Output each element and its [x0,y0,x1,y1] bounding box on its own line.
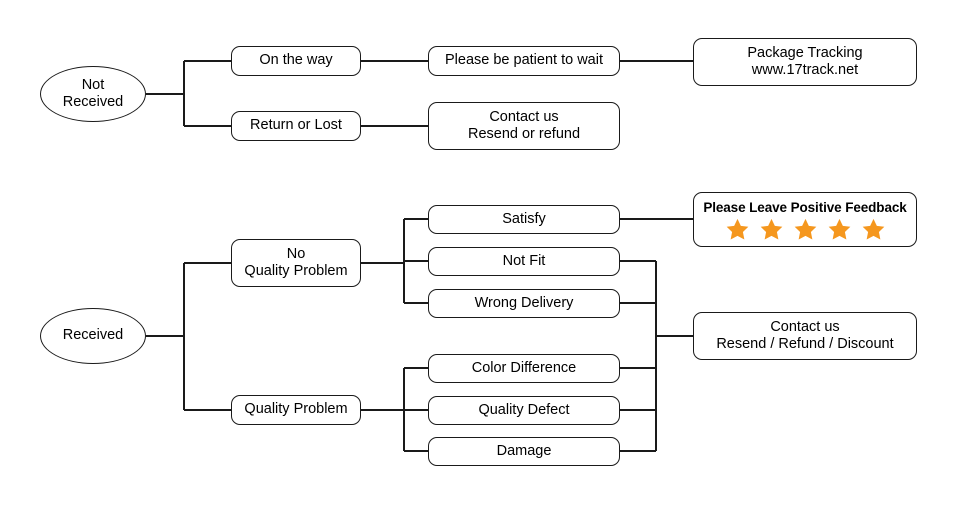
node-contact-us-resend-refund-discount[interactable]: Contact us Resend / Refund / Discount [693,312,917,360]
star-rating[interactable] [725,217,886,242]
node-label: Return or Lost [250,117,342,134]
node-positive-feedback[interactable]: Please Leave Positive Feedback [693,192,917,247]
star-icon [726,218,748,239]
node-return-or-lost[interactable]: Return or Lost [231,111,361,141]
node-wrong-delivery[interactable]: Wrong Delivery [428,289,620,318]
node-on-the-way[interactable]: On the way [231,46,361,76]
node-label: Please be patient to wait [445,52,603,69]
node-no-quality-problem[interactable]: No Quality Problem [231,239,361,287]
node-damage[interactable]: Damage [428,437,620,466]
star-icon [760,218,782,239]
node-label: Received [62,327,124,344]
node-label: Quality Problem [244,401,348,418]
node-quality-problem[interactable]: Quality Problem [231,395,361,425]
node-label: Wrong Delivery [474,294,574,311]
node-satisfy[interactable]: Satisfy [428,205,620,234]
node-label: No Quality Problem [244,245,348,279]
node-received-root[interactable]: Received [40,308,146,364]
node-contact-us-resend-refund[interactable]: Contact us Resend or refund [428,102,620,150]
node-label: Quality Defect [478,401,570,418]
node-not-fit[interactable]: Not Fit [428,247,620,276]
node-package-tracking[interactable]: Package Tracking www.17track.net [693,38,917,86]
node-label: Contact us Resend or refund [467,108,581,142]
node-label: Contact us Resend / Refund / Discount [716,318,894,352]
node-label: Not Fit [502,252,546,269]
node-label: Package Tracking www.17track.net [747,44,863,78]
node-not-received-root[interactable]: Not Received [40,66,146,122]
node-label: On the way [259,52,333,69]
node-label: Satisfy [502,210,546,227]
star-icon [862,218,884,239]
node-color-difference[interactable]: Color Difference [428,354,620,383]
star-icon [794,218,816,239]
node-please-be-patient[interactable]: Please be patient to wait [428,46,620,76]
feedback-title: Please Leave Positive Feedback [703,199,907,215]
star-icon [828,218,850,239]
node-quality-defect[interactable]: Quality Defect [428,396,620,425]
node-label: Color Difference [471,359,577,376]
node-label: Damage [496,442,552,459]
node-label: Not Received [62,76,124,110]
